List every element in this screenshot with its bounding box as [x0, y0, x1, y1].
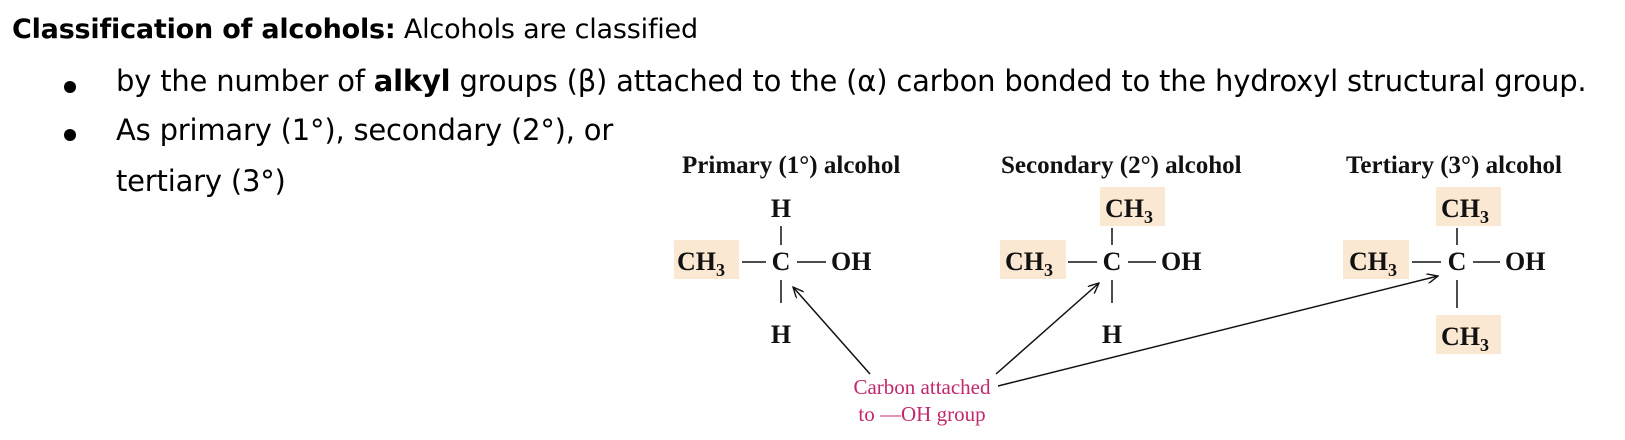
tertiary-top-group: CH3 [1441, 194, 1489, 227]
bullet-bold-term: alkyl [373, 64, 451, 98]
secondary-right-group: OH [1161, 247, 1201, 276]
tertiary-title: Tertiary (3°) alcohol [1346, 152, 1562, 179]
bullet-text: by the number of [116, 64, 374, 98]
bullet-item-continuation: tertiary (3°) [116, 164, 286, 198]
heading-bold: Classification of alcohols: [12, 14, 396, 45]
bullet-text: groups (β) attached to the (α) carbon bo… [450, 64, 1587, 98]
tertiary-top-highlight [1436, 187, 1501, 226]
bullet-item: by the number of alkyl groups (β) attach… [116, 64, 1587, 98]
heading-text: Alcohols are classified [395, 14, 698, 45]
secondary-top-group: CH3 [1105, 194, 1153, 227]
section-heading: Classification of alcohols: Alcohols are… [12, 14, 698, 45]
primary-right-group: OH [831, 247, 871, 276]
tertiary-bottom-group: CH3 [1441, 322, 1489, 355]
bullet-text: As primary (1°), secondary (2°), or [116, 113, 614, 147]
bullet-text: tertiary (3°) [116, 164, 286, 198]
secondary-top-highlight [1100, 187, 1165, 226]
primary-left-highlight [674, 240, 739, 279]
arrow-to-primary-carbon [793, 287, 871, 375]
annotation-line-1: Carbon attached [853, 375, 991, 399]
secondary-left-highlight [1000, 240, 1066, 279]
arrow-to-secondary-carbon [995, 283, 1099, 375]
tertiary-center-carbon: C [1448, 247, 1467, 276]
secondary-left-group: CH3 [1005, 247, 1053, 280]
tertiary-left-group: CH3 [1349, 247, 1397, 280]
secondary-title: Secondary (2°) alcohol [1001, 152, 1242, 179]
primary-title: Primary (1°) alcohol [682, 152, 900, 179]
primary-top-atom: H [771, 194, 791, 223]
bullet-dot-icon [64, 81, 76, 93]
primary-bottom-atom: H [771, 320, 791, 349]
tertiary-left-highlight [1343, 240, 1409, 279]
primary-center-carbon: C [772, 247, 791, 276]
annotation-line-2: to —OH group [858, 402, 985, 426]
secondary-center-carbon: C [1103, 247, 1122, 276]
arrow-to-tertiary-carbon [997, 276, 1438, 387]
primary-left-group: CH3 [677, 247, 725, 280]
secondary-bottom-atom: H [1102, 320, 1122, 349]
bullet-dot-icon [64, 129, 76, 141]
tertiary-right-group: OH [1505, 247, 1545, 276]
bullet-item: As primary (1°), secondary (2°), or [116, 113, 613, 147]
tertiary-bottom-highlight [1436, 315, 1501, 354]
